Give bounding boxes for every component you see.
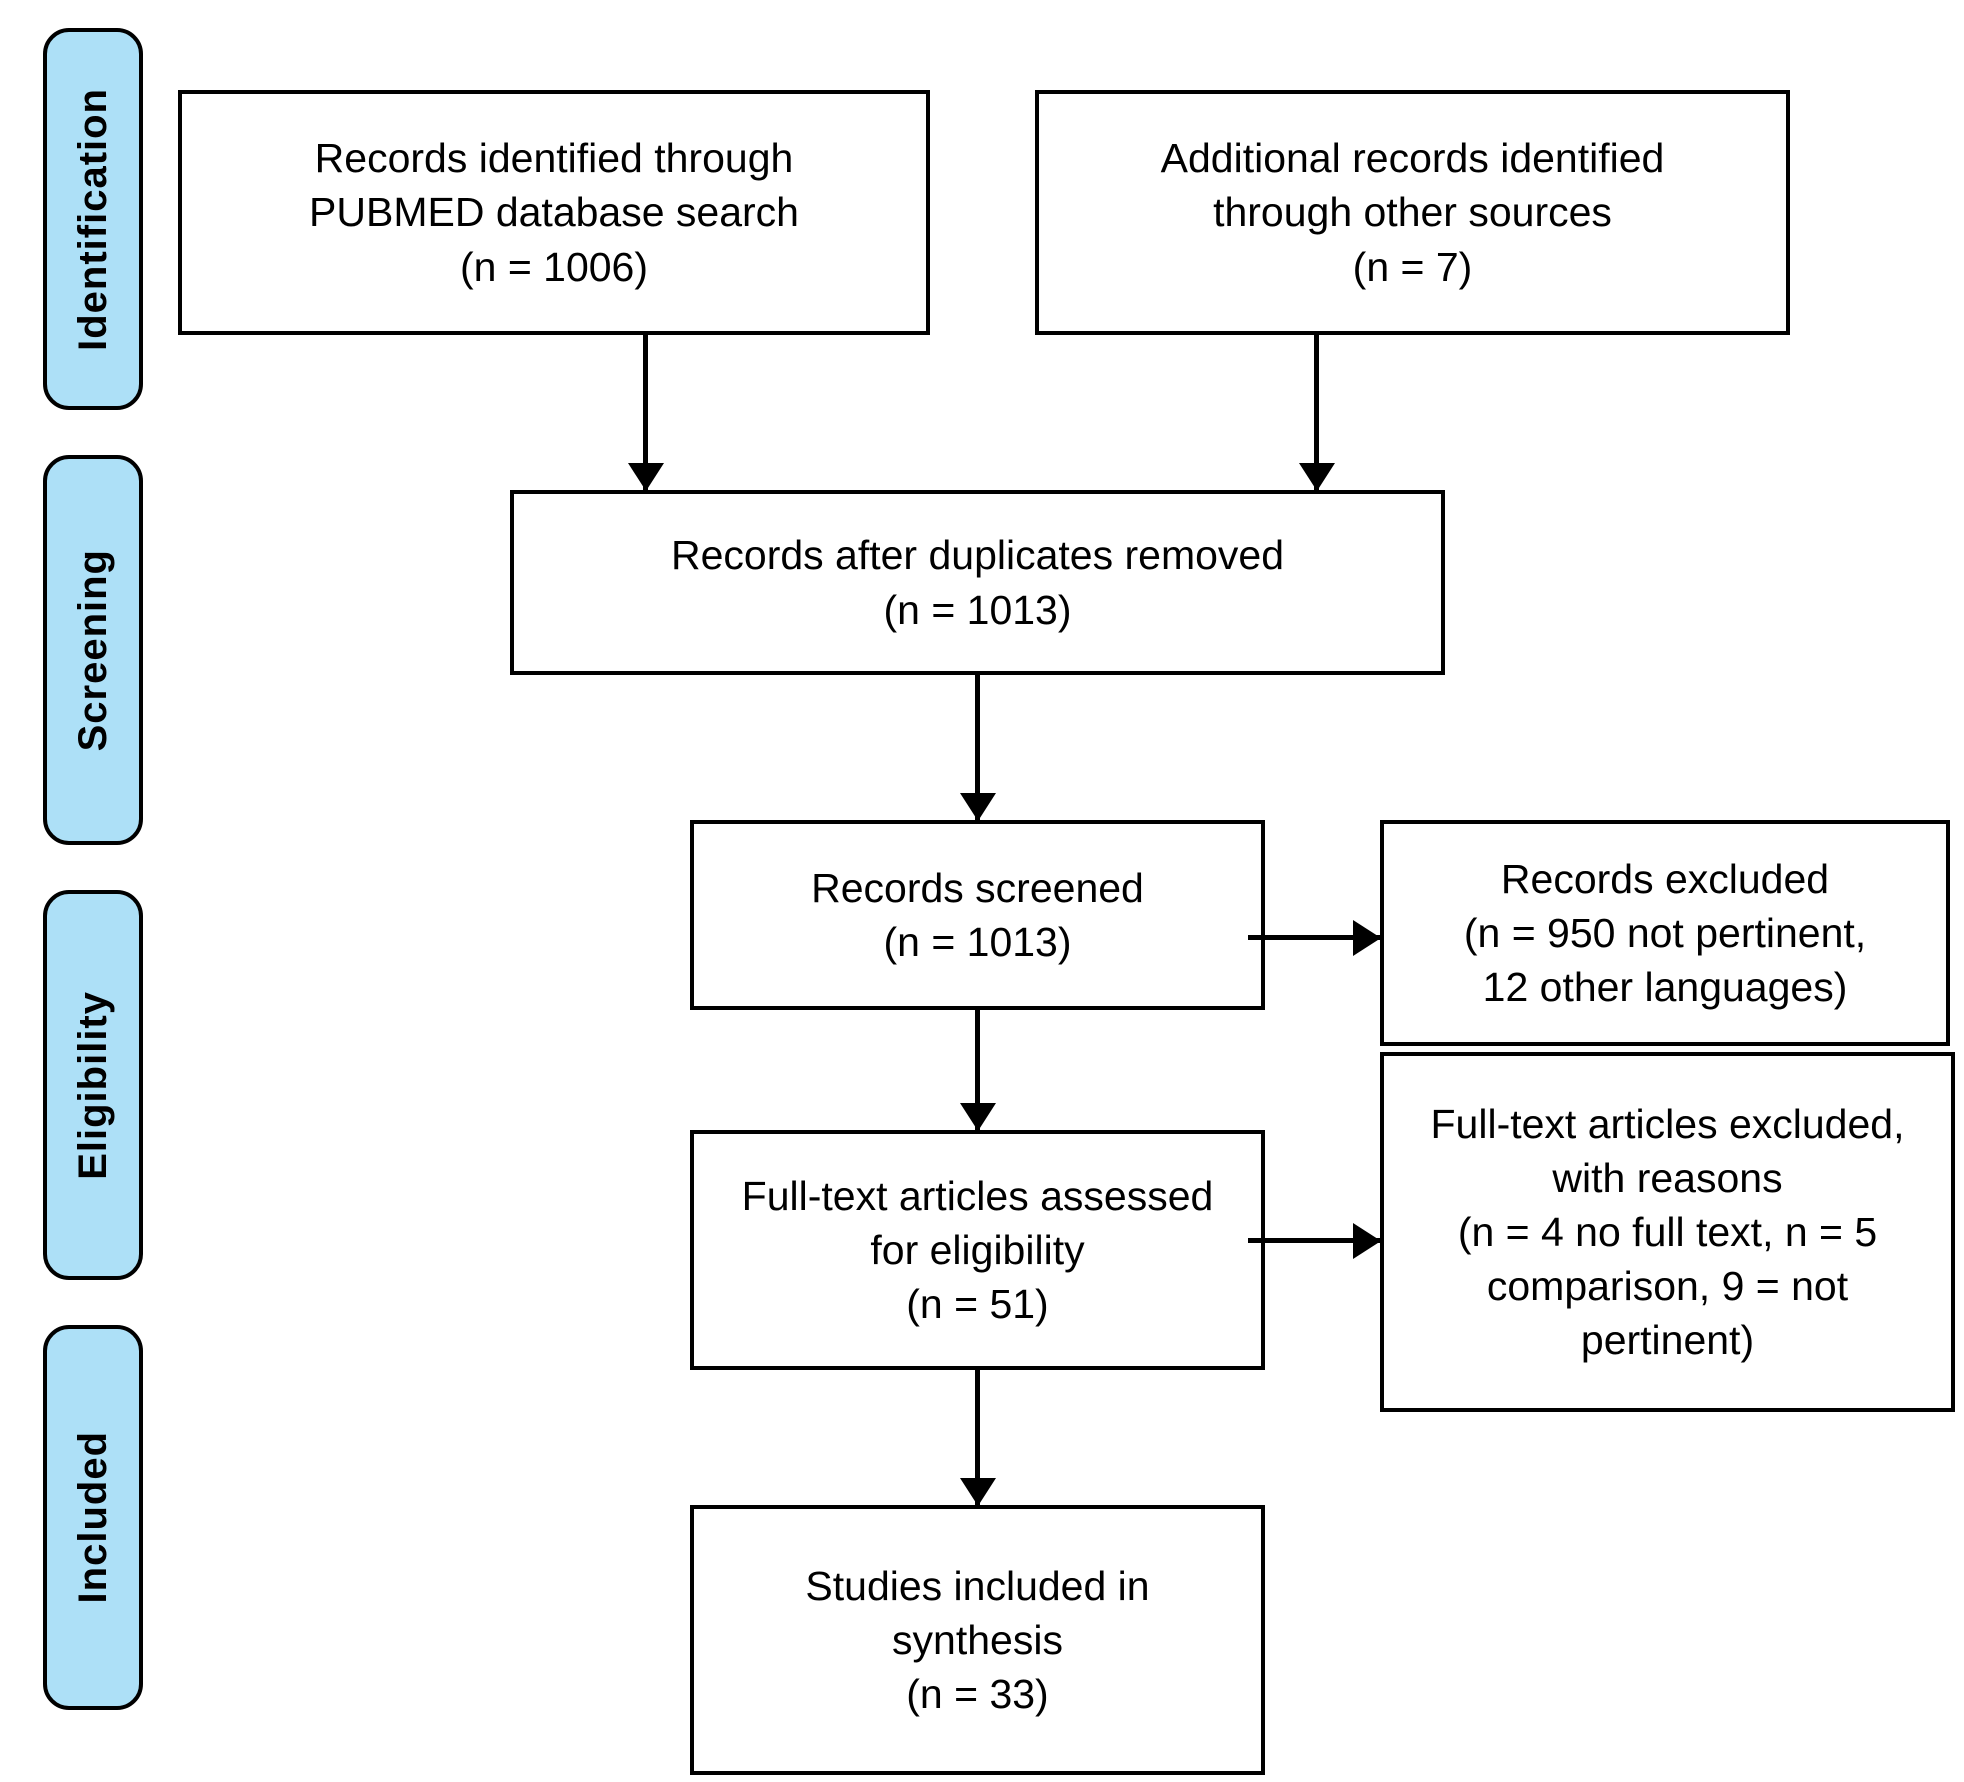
arrowhead-down-icon — [959, 1103, 996, 1131]
stage-tab-eligibility-label: Eligibility — [70, 990, 115, 1180]
stage-tab-identification: Identification — [43, 28, 143, 410]
arrow-screened-to-excluded — [1248, 919, 1381, 956]
box-duplicates-removed-line-2: (n = 1013) — [883, 586, 1072, 633]
box-fulltext-excluded-line-4: comparison, 9 = not — [1486, 1263, 1849, 1310]
box-duplicates-removed: Records after duplicates removed (n = 10… — [510, 490, 1445, 675]
box-studies-included-line-2: synthesis — [892, 1616, 1063, 1663]
box-fulltext-assessed: Full-text articles assessed for eligibil… — [690, 1130, 1265, 1370]
arrow-fulltext-to-included — [959, 1370, 996, 1506]
arrowhead-right-icon — [1353, 1222, 1381, 1259]
arrow-additional-to-duplicates — [1298, 335, 1335, 491]
box-fulltext-excluded-line-2: with reasons — [1552, 1154, 1783, 1201]
box-records-identified: Records identified through PUBMED databa… — [178, 90, 930, 335]
box-fulltext-assessed-line-2: for eligibility — [870, 1226, 1085, 1273]
box-fulltext-excluded-line-1: Full-text articles excluded, — [1430, 1100, 1905, 1147]
stage-tab-identification-label: Identification — [70, 87, 115, 351]
arrowhead-right-icon — [1353, 919, 1381, 956]
box-fulltext-assessed-line-3: (n = 51) — [906, 1281, 1049, 1328]
stage-tab-eligibility: Eligibility — [43, 890, 143, 1280]
box-records-screened: Records screened (n = 1013) — [690, 820, 1265, 1010]
arrowhead-down-icon — [1298, 463, 1335, 491]
box-records-excluded: Records excluded (n = 950 not pertinent,… — [1380, 820, 1950, 1046]
stage-tab-screening: Screening — [43, 455, 143, 845]
arrow-duplicates-to-screened — [959, 675, 996, 821]
arrowhead-down-icon — [959, 793, 996, 821]
box-studies-included-line-1: Studies included in — [805, 1562, 1150, 1609]
arrow-screened-to-fulltext — [959, 1010, 996, 1131]
box-fulltext-excluded-line-5: pertinent) — [1580, 1317, 1755, 1364]
box-additional-records: Additional records identified through ot… — [1035, 90, 1790, 335]
box-additional-records-line-1: Additional records identified — [1160, 135, 1665, 182]
box-records-excluded-line-2: (n = 950 not pertinent, — [1463, 909, 1867, 956]
box-fulltext-excluded-line-3: (n = 4 no full text, n = 5 — [1457, 1208, 1878, 1255]
box-records-excluded-line-3: 12 other languages) — [1482, 964, 1848, 1011]
box-duplicates-removed-line-1: Records after duplicates removed — [670, 532, 1285, 579]
box-records-identified-line-2: PUBMED database search — [309, 189, 799, 236]
stage-tab-included-label: Included — [70, 1431, 115, 1604]
box-records-identified-line-3: (n = 1006) — [459, 243, 649, 290]
box-records-screened-line-1: Records screened — [811, 864, 1144, 911]
box-studies-included: Studies included in synthesis (n = 33) — [690, 1505, 1265, 1775]
arrowhead-down-icon — [959, 1478, 996, 1506]
arrow-identified-to-duplicates — [627, 335, 664, 491]
box-additional-records-line-2: through other sources — [1213, 189, 1612, 236]
box-records-identified-line-1: Records identified through — [314, 135, 794, 182]
stage-tab-included: Included — [43, 1325, 143, 1710]
box-fulltext-assessed-line-1: Full-text articles assessed — [741, 1172, 1214, 1219]
stage-tab-screening-label: Screening — [70, 548, 115, 752]
box-fulltext-excluded: Full-text articles excluded, with reason… — [1380, 1052, 1955, 1412]
arrowhead-down-icon — [627, 463, 664, 491]
box-studies-included-line-3: (n = 33) — [906, 1671, 1049, 1718]
box-records-screened-line-2: (n = 1013) — [883, 919, 1072, 965]
box-records-excluded-line-1: Records excluded — [1500, 855, 1830, 902]
box-additional-records-line-3: (n = 7) — [1352, 243, 1473, 290]
arrow-fulltext-to-ftexcluded — [1248, 1222, 1381, 1259]
